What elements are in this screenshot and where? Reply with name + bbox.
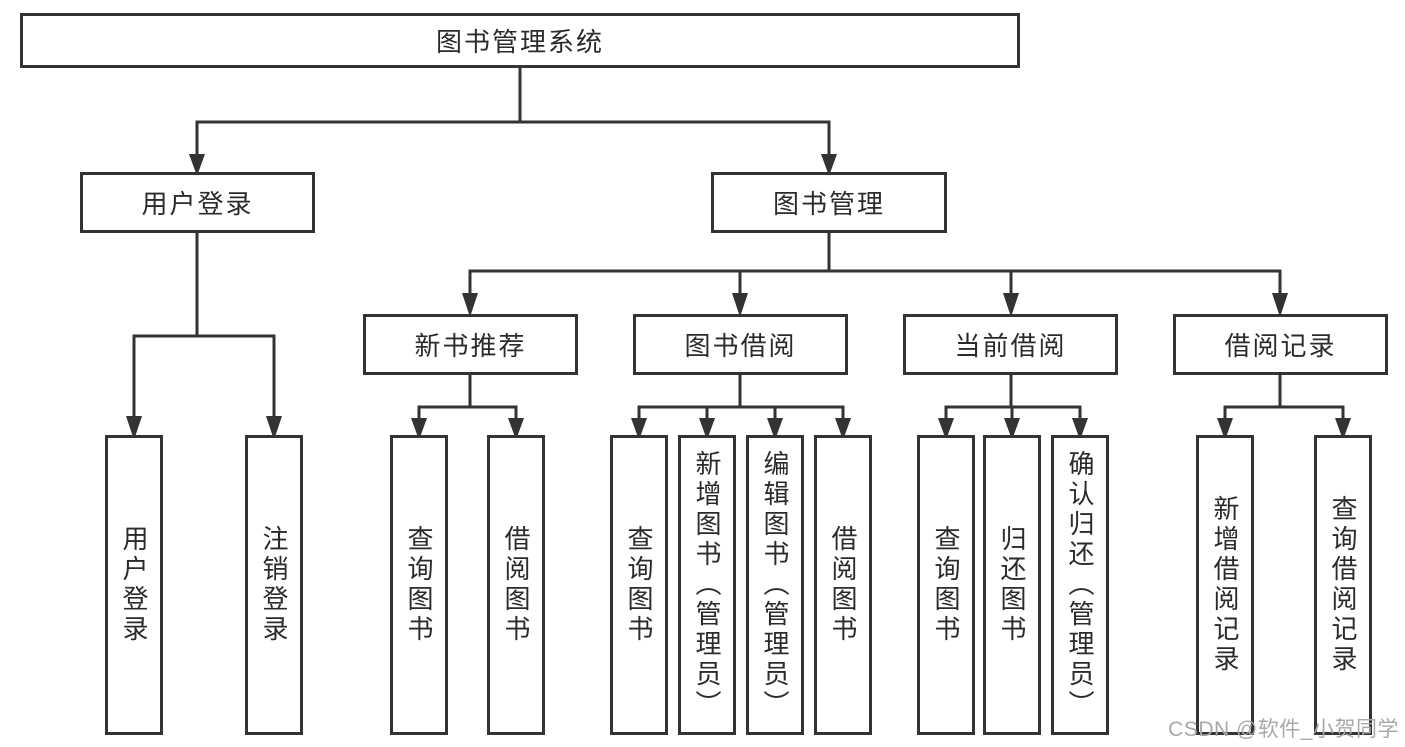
leaf-query-books-recommend: 查询图书 <box>390 435 448 735</box>
leaf-edit-book-admin: 编辑图书（管理员） <box>746 435 804 735</box>
leaf-label: 查询图书 <box>624 525 654 645</box>
leaf-confirm-return-admin: 确认归还（管理员） <box>1051 435 1109 735</box>
leaf-query-books-borrowing: 查询图书 <box>610 435 668 735</box>
node-label: 新书推荐 <box>414 331 527 361</box>
connector-root-to-level2 <box>189 66 837 176</box>
leaf-query-books-current: 查询图书 <box>917 435 975 735</box>
connector-current-borrowing-to-leaves <box>938 373 1088 440</box>
node-library-management-system: 图书管理系统 <box>20 13 1020 68</box>
node-user-login: 用户登录 <box>80 172 315 233</box>
leaf-label: 注销登录 <box>259 525 289 645</box>
leaf-label: 借阅图书 <box>501 525 531 645</box>
leaf-label: 编辑图书（管理员） <box>760 450 790 720</box>
node-label: 用户登录 <box>141 189 254 219</box>
leaf-return-books: 归还图书 <box>983 435 1041 735</box>
leaf-label: 借阅图书 <box>828 525 858 645</box>
leaf-label: 查询图书 <box>404 525 434 645</box>
node-borrowing-records: 借阅记录 <box>1173 314 1388 375</box>
leaf-add-book-admin: 新增图书（管理员） <box>678 435 736 735</box>
leaf-user-login: 用户登录 <box>105 435 163 735</box>
leaf-borrow-books-borrowing: 借阅图书 <box>814 435 872 735</box>
node-current-borrowing: 当前借阅 <box>903 314 1118 375</box>
leaf-label: 新增图书（管理员） <box>692 450 722 720</box>
leaf-label: 新增借阅记录 <box>1210 495 1240 675</box>
node-book-borrowing: 图书借阅 <box>633 314 848 375</box>
node-label: 图书管理系统 <box>435 27 604 57</box>
leaf-label: 查询图书 <box>931 525 961 645</box>
leaf-label: 查询借阅记录 <box>1328 495 1358 675</box>
leaf-label: 用户登录 <box>119 525 149 645</box>
csdn-watermark: CSDN @软件_小贺同学 <box>1168 718 1399 741</box>
leaf-borrow-books-recommend: 借阅图书 <box>487 435 545 735</box>
node-label: 借阅记录 <box>1224 331 1337 361</box>
leaf-logout: 注销登录 <box>245 435 303 735</box>
node-label: 图书借阅 <box>684 331 797 361</box>
leaf-query-borrow-record: 查询借阅记录 <box>1314 435 1372 735</box>
node-label: 图书管理 <box>772 189 885 219</box>
leaf-label: 归还图书 <box>997 525 1027 645</box>
leaf-label: 确认归还（管理员） <box>1065 450 1095 720</box>
connector-borrowing-records-to-leaves <box>1217 373 1351 440</box>
connector-new-book-recommend-to-leaves <box>411 373 524 440</box>
node-new-book-recommend: 新书推荐 <box>363 314 578 375</box>
node-label: 当前借阅 <box>954 331 1067 361</box>
leaf-add-borrow-record: 新增借阅记录 <box>1196 435 1254 735</box>
connector-book-management-to-level3 <box>462 231 1288 317</box>
connector-user-login-to-leaves <box>126 231 282 440</box>
node-book-management: 图书管理 <box>711 172 947 233</box>
connector-book-borrowing-to-leaves <box>631 373 851 440</box>
